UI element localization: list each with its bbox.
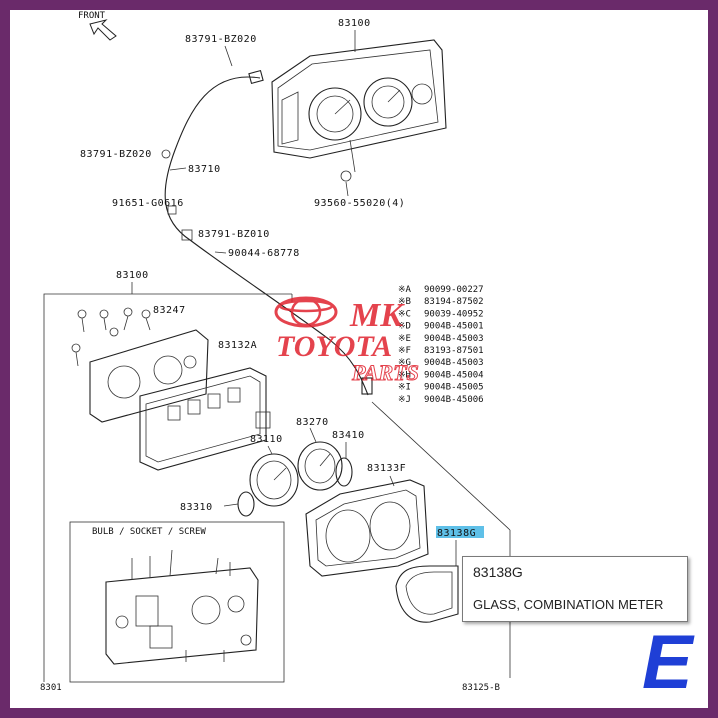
label-83310: 83310 xyxy=(180,502,213,513)
legend-key: ※D xyxy=(398,322,411,332)
tooltip-description: GLASS, COMBINATION METER xyxy=(473,597,664,612)
label-83270: 83270 xyxy=(296,417,329,428)
legend-key: ※C xyxy=(398,309,411,319)
label-83791-bz020-b: 83791-BZ020 xyxy=(80,149,152,160)
screw-set-icon xyxy=(71,307,151,367)
label-91651-g0616: 91651-G0616 xyxy=(112,198,184,209)
leader-93560 xyxy=(345,181,349,197)
leader-90044 xyxy=(214,251,227,254)
legend-part-number: 9004B-45004 xyxy=(424,370,484,380)
legend-part-number: 83193-87501 xyxy=(424,346,484,356)
label-83133f: 83133F xyxy=(367,463,406,474)
leader-83710 xyxy=(169,167,187,171)
screw-icon xyxy=(340,170,352,182)
front-arrow-icon: FRONT xyxy=(78,11,117,41)
watermark-line3: PARTS xyxy=(351,360,419,385)
watermark-line1: MK xyxy=(349,297,405,334)
legend-part-number: 9004B-45001 xyxy=(424,322,484,332)
gauges-drawing xyxy=(237,427,353,517)
label-83710: 83710 xyxy=(188,164,221,175)
label-83791-bz020-a: 83791-BZ020 xyxy=(185,34,257,45)
label-83410: 83410 xyxy=(332,430,365,441)
label-83132a: 83132A xyxy=(218,340,257,351)
label-bulb-socket-screw: BULB / SOCKET / SCREW xyxy=(92,527,206,537)
label-83100-top: 83100 xyxy=(338,18,371,29)
legend-key: ※A xyxy=(398,285,412,295)
label-83138g: 83138G xyxy=(437,528,476,539)
bulb-inset-frame xyxy=(69,521,285,683)
legend-part-number: 9004B-45005 xyxy=(424,383,484,393)
parts-diagram: FRONT 83100 83791-BZ020 83791-BZ020 8371… xyxy=(40,11,511,693)
highlight-83138g xyxy=(436,526,484,538)
glass-drawing xyxy=(395,540,459,623)
label-8301: 8301 xyxy=(40,683,62,693)
leader-83791-a xyxy=(224,45,233,67)
legend-key: ※H xyxy=(398,370,411,380)
cable-end-upper xyxy=(248,69,264,85)
legend-part-number: 9004B-45003 xyxy=(424,334,484,344)
label-83100-box: 83100 xyxy=(116,270,149,281)
seller-badge-logo: E xyxy=(642,620,695,700)
badge-letter: E xyxy=(642,620,695,700)
tooltip-part-number: 83138G xyxy=(473,564,523,580)
combination-meter-top-drawing xyxy=(271,39,447,173)
leader-83310 xyxy=(223,503,239,507)
legend-key: ※G xyxy=(398,358,411,368)
label-83247: 83247 xyxy=(153,305,186,316)
grommet-icon xyxy=(161,149,171,159)
legend-part-number: 9004B-45003 xyxy=(424,358,484,368)
clamp-icon xyxy=(181,229,193,241)
label-83791-bz010: 83791-BZ010 xyxy=(198,229,270,240)
bulb-inset-drawing xyxy=(105,549,259,665)
legend-part-number: 83194-87502 xyxy=(424,297,484,307)
cable-end-lower xyxy=(361,377,373,395)
exploded-box-border xyxy=(43,293,292,682)
meter-case-drawing xyxy=(139,367,271,471)
circuit-plate-drawing xyxy=(89,329,209,423)
meter-hood-drawing xyxy=(305,475,429,577)
legend-part-number: 9004B-45006 xyxy=(424,395,484,405)
front-label: FRONT xyxy=(78,11,106,21)
legend-key: ※J xyxy=(398,395,411,405)
legend-key: ※B xyxy=(398,297,411,307)
legend-part-number: 90099-00227 xyxy=(424,285,484,295)
toyota-watermark-logo: MK TOYOTA PARTS xyxy=(274,296,419,386)
label-90044-68778: 90044-68778 xyxy=(228,248,300,259)
watermark-line2: TOYOTA xyxy=(276,330,392,363)
label-93560-55020: 93560-55020(4) xyxy=(314,198,405,209)
label-83110: 83110 xyxy=(250,434,283,445)
clip-icon xyxy=(167,205,177,215)
legend-key: ※E xyxy=(398,334,411,344)
legend-table: ※A 90099-00227 ※B 83194-87502 ※C 90039-40952 ※… xyxy=(398,285,484,405)
legend-key: ※I xyxy=(398,383,411,393)
legend-key: ※F xyxy=(398,346,411,356)
box-diagonal xyxy=(371,401,511,531)
part-tooltip: 83138G GLASS, COMBINATION METER xyxy=(462,556,688,622)
label-83125-b: 83125-B xyxy=(462,683,500,693)
catalog-frame: FRONT 83100 83791-BZ020 83791-BZ020 8371… xyxy=(10,10,708,708)
legend-part-number: 90039-40952 xyxy=(424,309,484,319)
